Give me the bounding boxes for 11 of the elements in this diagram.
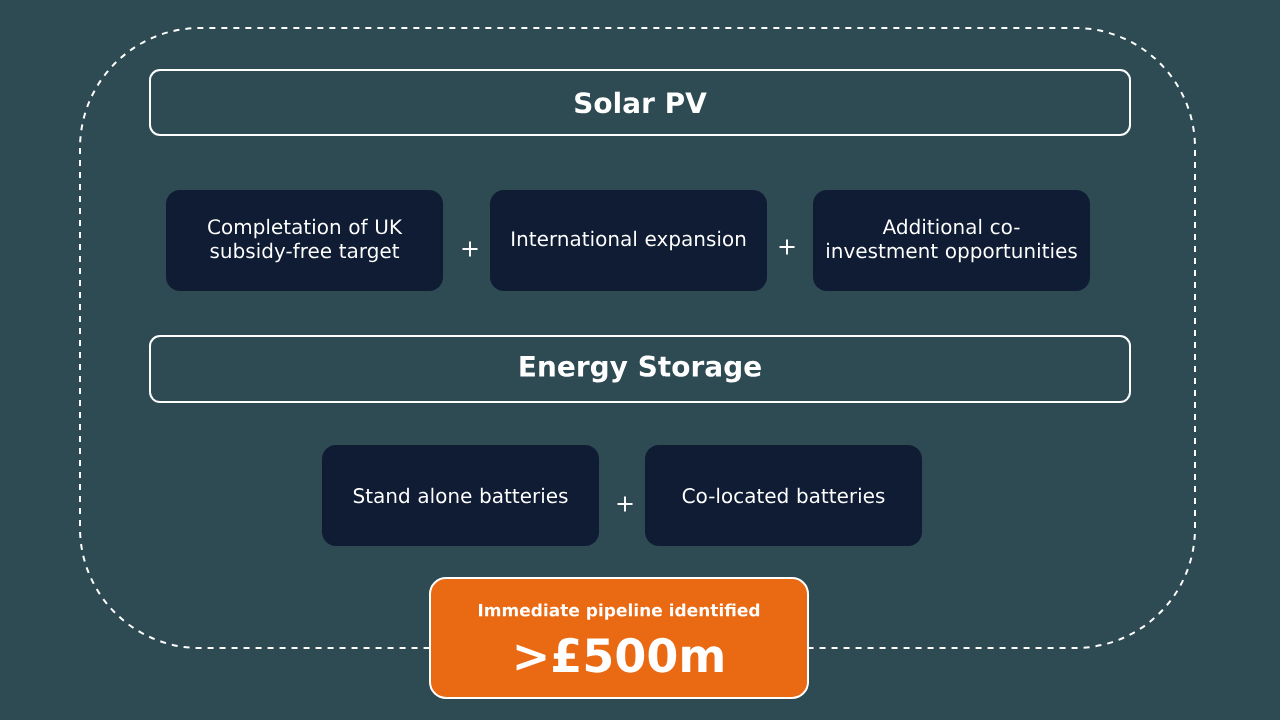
plus-sign: +: [462, 241, 478, 257]
item-box: Co-located batteries: [645, 445, 922, 546]
section-header: Energy Storage: [149, 335, 1131, 403]
item-box: Completation of UK subsidy-free target: [166, 190, 443, 291]
plus-sign: +: [617, 496, 633, 512]
highlight-box: Immediate pipeline identified >£500m: [429, 577, 809, 699]
section-header: Solar PV: [149, 69, 1131, 136]
item-box: Additional co-investment opportunities: [813, 190, 1090, 291]
item-box: International expansion: [490, 190, 767, 291]
item-box: Stand alone batteries: [322, 445, 599, 546]
plus-sign: +: [779, 239, 795, 255]
